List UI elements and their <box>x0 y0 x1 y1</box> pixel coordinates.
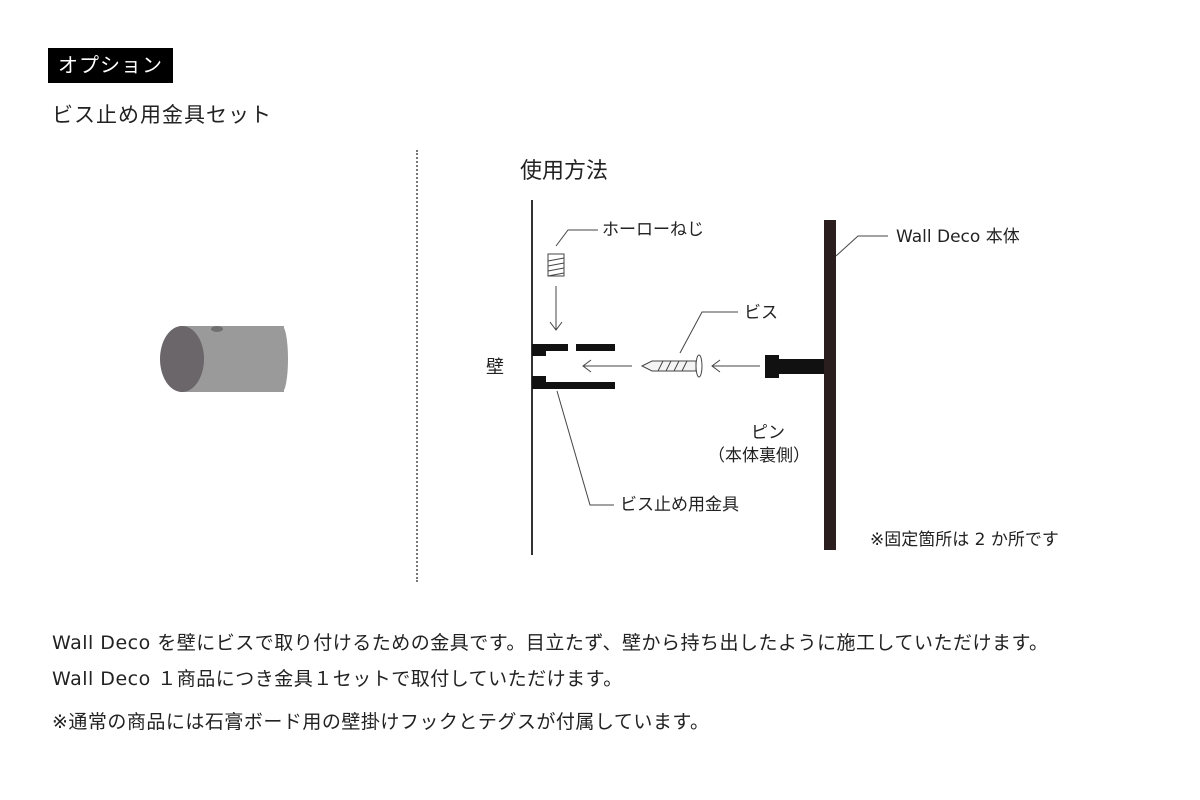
pin-sub-label: （本体裏側） <box>708 445 810 466</box>
pin-icon <box>765 355 825 378</box>
screw-leader <box>679 311 738 354</box>
pin-label: ピン <box>751 423 785 443</box>
usage-diagram: 使用方法 壁 ホーローねじ ビス <box>486 159 1059 555</box>
bracket-product-icon <box>160 326 288 392</box>
product-face <box>160 326 204 392</box>
body-leader <box>835 235 888 257</box>
bracket-label: ビス止め用金具 <box>620 495 739 515</box>
body-label: Wall Deco 本体 <box>896 227 1020 247</box>
diagram-title: 使用方法 <box>520 159 608 184</box>
bracket-icon <box>532 342 615 389</box>
product-body-end <box>276 326 288 392</box>
down-arrow-icon <box>549 286 563 331</box>
hollow-screw-label: ホーローねじ <box>602 220 704 240</box>
hollow-screw-leader <box>555 229 598 247</box>
left-arrow-icon <box>582 359 632 373</box>
page-subtitle: ビス止め用金具セット <box>52 103 272 127</box>
wall-deco-body-panel <box>824 220 836 550</box>
section-divider <box>416 150 418 582</box>
wall-label: 壁 <box>486 357 504 378</box>
hollow-screw-icon <box>547 253 565 277</box>
screw-icon <box>640 354 703 378</box>
screw-label: ビス <box>744 303 778 323</box>
option-badge: オプション <box>48 48 173 83</box>
fixing-note: ※固定箇所は 2 か所です <box>870 530 1059 550</box>
description-line-1: Wall Deco を壁にビスで取り付けるための金具です。目立たず、壁から持ち出… <box>52 632 1049 654</box>
description-line-2: Wall Deco １商品につき金具１セットで取付していただけます。 <box>52 668 623 690</box>
product-hole <box>211 326 223 332</box>
bracket-leader <box>556 390 614 506</box>
description-note: ※通常の商品には石膏ボード用の壁掛けフックとテグスが付属しています。 <box>52 711 710 733</box>
left-arrow-icon <box>711 359 760 373</box>
